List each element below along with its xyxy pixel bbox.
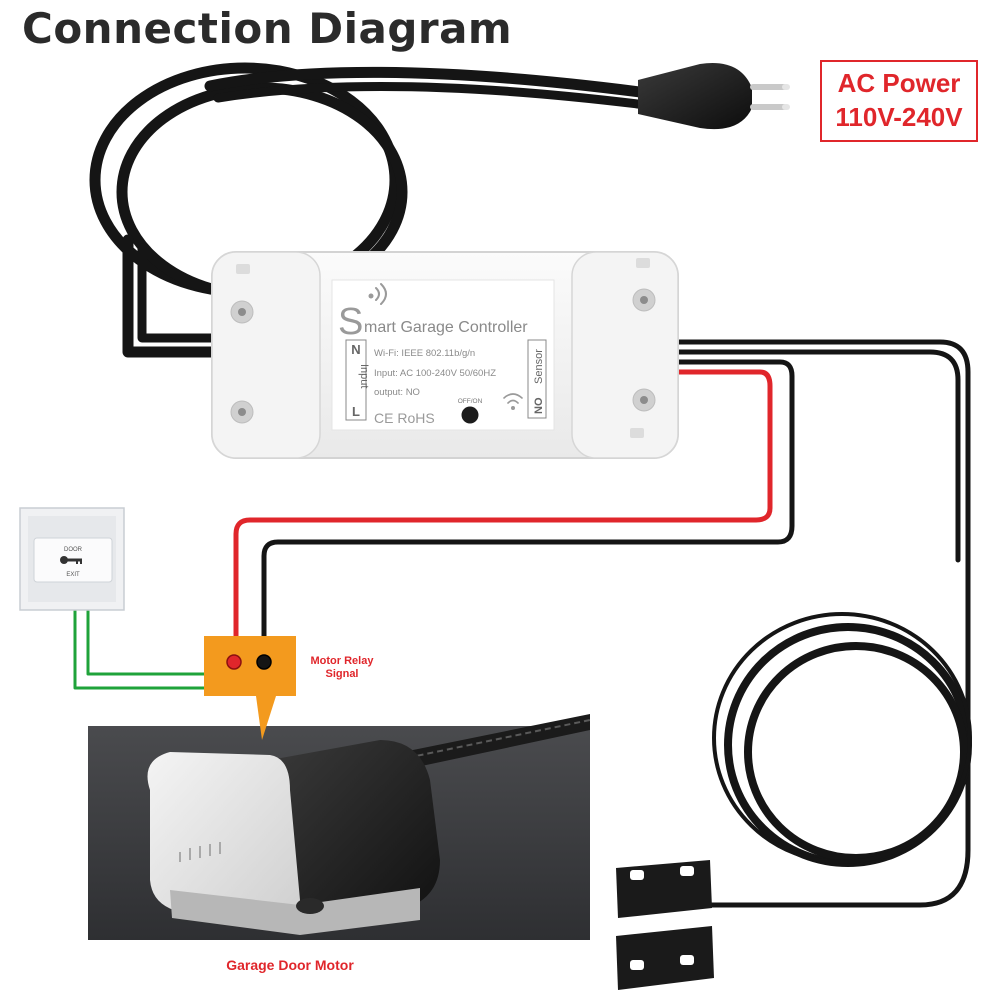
controller-name: mart Garage Controller: [364, 319, 528, 336]
motor-relay-block: [204, 636, 296, 740]
exit-button-bottom-text: EXIT: [66, 572, 80, 578]
motor-relay-label: Motor Relay Signal: [302, 655, 382, 681]
ac-power-box: AC Power 110V-240V: [820, 60, 978, 142]
power-plug-icon: [638, 63, 790, 130]
motor-relay-label-line2: Signal: [325, 668, 359, 680]
magnetic-sensor-icon: [616, 860, 714, 990]
exit-button-top-text: DOOR: [64, 547, 83, 553]
exit-button: DOOR EXIT: [19, 507, 125, 611]
terminal-l: L: [352, 404, 360, 419]
ac-power-line1: AC Power: [837, 68, 961, 98]
terminal-n: N: [351, 342, 360, 357]
spec-wifi: Wi-Fi: IEEE 802.11b/g/n: [374, 348, 475, 359]
spec-input: Input: AC 100-240V 50/60HZ: [374, 368, 496, 379]
garage-door-motor-photo: [88, 714, 591, 940]
button-label: OFF/ON: [458, 398, 483, 405]
terminal-input-label: Input: [358, 364, 370, 388]
off-on-button: [461, 406, 479, 424]
relay-wires: [233, 359, 795, 663]
sensor-cable: [673, 339, 972, 908]
cert-marks: CE RoHS: [374, 410, 435, 426]
motor-relay-label-line1: Motor Relay: [310, 655, 374, 667]
terminal-no: NO: [533, 397, 545, 414]
smart-garage-controller: S mart Garage Controller N Input L Wi-Fi…: [211, 251, 679, 459]
garage-door-motor-label: Garage Door Motor: [226, 957, 354, 973]
wifi-status-icon: [503, 393, 523, 404]
terminal-sensor-label: Sensor: [533, 349, 545, 384]
ac-power-line2: 110V-240V: [835, 102, 963, 132]
spec-output: output: NO: [374, 387, 420, 398]
key-icon: [60, 556, 82, 564]
brand-letter: S: [338, 301, 363, 343]
page-title: Connection Diagram: [22, 4, 513, 53]
wifi-icon: [375, 283, 387, 305]
